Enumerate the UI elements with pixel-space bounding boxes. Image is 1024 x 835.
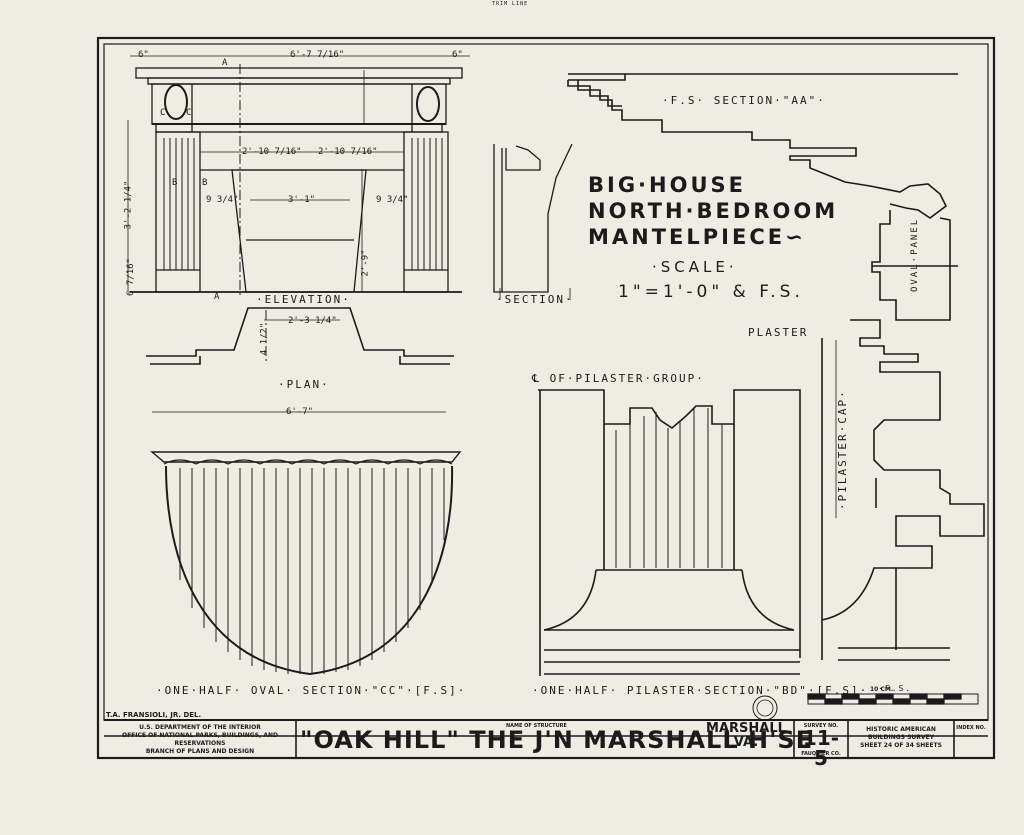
dim-side-left: 6"	[138, 50, 149, 60]
dim-jamb-right: 9 3/4"	[376, 195, 409, 205]
structure-caption: NAME OF STRUCTURE	[506, 723, 567, 729]
dim-plan-top: 2'-3 1/4"	[288, 316, 337, 326]
elevation-drawing	[127, 55, 470, 298]
half-oval-section-drawing	[150, 451, 462, 676]
dim-opening-half-a: 2'-10 7/16"	[242, 147, 302, 157]
outer-border	[96, 36, 996, 760]
title-block-lines	[104, 720, 988, 758]
survey-caption: SURVEY NO.	[803, 723, 839, 729]
dim-plan-depth: 4 1/2"	[259, 322, 270, 356]
dim-plan-width: 6'-7"	[286, 407, 314, 417]
index-caption: INDEX NO.	[956, 725, 986, 731]
scale-label: ·SCALE·	[652, 258, 738, 276]
plaster-label: PLASTER	[748, 326, 809, 339]
trim-line-label: TRIM LINE	[492, 1, 529, 7]
sheet-text: SHEET 24 OF 34 SHEETS	[860, 742, 942, 749]
fs-mark-label: ·F.S.	[878, 684, 913, 693]
dim-opening: 3'-1"	[288, 195, 316, 205]
pilaster-section-label: ·ONE·HALF· PILASTER·SECTION·"BD"·[F.S]·	[532, 684, 869, 697]
dim-side-right: 6"	[452, 50, 463, 60]
dim-overall-width: 6'-7 7/16"	[290, 50, 345, 60]
habs-seal-icon	[752, 695, 778, 721]
section-aa-drawing	[567, 73, 958, 219]
metric-scale-bar	[807, 693, 979, 705]
dim-base: 6 7/16"	[125, 258, 136, 296]
agency-line-3: BRANCH OF PLANS AND DESIGN	[145, 748, 255, 755]
pilaster-group-label: ℄ OF·PILASTER·GROUP·	[532, 372, 705, 385]
title-line-3: MANTELPIECE∽	[588, 225, 806, 249]
agency-block: U.S. DEPARTMENT OF THE INTERIOR OFFICE O…	[104, 724, 296, 756]
habs-block: HISTORIC AMERICAN BUILDINGS SURVEY SHEET…	[850, 726, 952, 750]
mark-b-right: B	[202, 178, 208, 188]
structure-name: "OAK HILL" THE J'N MARSHALL H'SE	[300, 726, 814, 754]
agency-line-1: U.S. DEPARTMENT OF THE INTERIOR	[139, 724, 261, 731]
dim-opening-height: 2'-9"	[360, 249, 371, 277]
habs-line-1: HISTORIC AMERICAN	[866, 726, 936, 733]
dim-jamb-left: 9 3/4"	[206, 195, 239, 205]
drawing-title: BIG·HOUSE NORTH·BEDROOM MANTELPIECE∽	[588, 172, 838, 250]
mark-c-left: C	[160, 108, 166, 118]
section-aa-label: ·F.S· SECTION·"AA"·	[662, 94, 826, 107]
title-line-1: BIG·HOUSE	[588, 173, 746, 197]
scale-bar-label: 10 CM.	[870, 686, 894, 693]
mark-a-top: A	[222, 58, 228, 68]
survey-number: 11-5	[802, 726, 840, 770]
location: MARSHALL VA.	[706, 721, 786, 750]
section-label: ·SECTION·	[496, 293, 574, 306]
half-pilaster-section-drawing	[538, 340, 837, 676]
oval-panel-label: OVAL·PANEL	[910, 217, 920, 292]
mark-c-right: C	[186, 108, 192, 118]
pilaster-cap-label: ·PILASTER·CAP·	[836, 389, 849, 510]
mark-b-left: B	[172, 178, 178, 188]
survey-sub: FAUQUIER CO.	[801, 751, 841, 757]
delineator: T.A. FRANSIOLI, JR. DEL.	[106, 711, 202, 719]
pilaster-cap-profile	[821, 210, 985, 661]
side-section-drawing	[493, 143, 573, 300]
scale-value: 1"=1'-0" & F.S.	[618, 282, 804, 302]
habs-line-2: BUILDINGS SURVEY	[868, 734, 934, 741]
title-line-2: NORTH·BEDROOM	[588, 199, 839, 223]
plan-label: ·PLAN·	[278, 378, 330, 391]
mark-a-bottom: A	[214, 292, 220, 302]
plan-drawing	[146, 307, 454, 413]
elevation-label: ·ELEVATION·	[256, 293, 351, 306]
dim-opening-half-b: 2'-10 7/16"	[318, 147, 378, 157]
oval-section-label: ·ONE·HALF· OVAL· SECTION·"CC"·[F.S]·	[156, 684, 467, 697]
dim-height: 3'-2 1/4"	[123, 180, 134, 230]
agency-line-2: OFFICE OF NATIONAL PARKS, BUILDINGS, AND…	[121, 732, 279, 747]
